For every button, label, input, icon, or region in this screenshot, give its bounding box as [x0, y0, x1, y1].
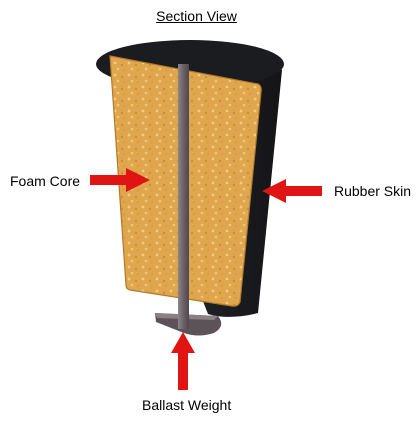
ballast-weight-arrow: [171, 332, 195, 390]
rubber-skin-label: Rubber Skin: [334, 183, 412, 199]
foam-core-arrow: [90, 168, 150, 192]
ballast-weight-label: Ballast Weight: [142, 397, 232, 413]
ballast-rod: [178, 64, 189, 329]
foam-core-label: Foam Core: [10, 173, 81, 189]
rubber-skin-arrow: [262, 179, 322, 203]
diagram-title: Section View: [156, 8, 237, 24]
